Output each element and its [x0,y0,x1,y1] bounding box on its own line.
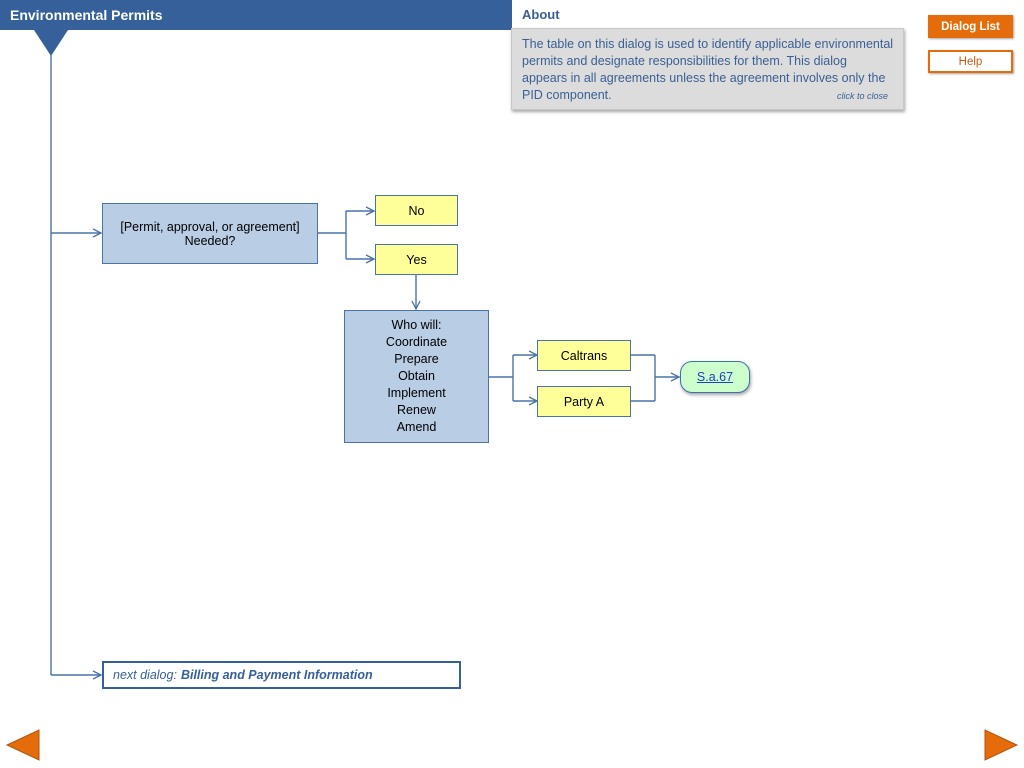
yes-option-node: Yes [375,244,458,275]
page-title: Environmental Permits [10,7,163,23]
responsibility-line: Renew [397,403,436,417]
responsibility-line: Implement [387,386,446,400]
section-link-node[interactable]: S.a.67 [680,361,750,393]
title-bar: Environmental Permits [0,0,512,30]
click-to-close-label[interactable]: click to close [836,91,888,101]
next-dialog-prefix: next dialog: [113,668,177,682]
right-arrow-icon[interactable] [983,728,1019,762]
responsibility-line: Coordinate [385,335,448,349]
help-button[interactable]: Help [928,50,1013,73]
next-dialog-link[interactable]: next dialog: Billing and Payment Informa… [102,661,461,689]
dialog-list-button[interactable]: Dialog List [928,15,1013,38]
permit-needed-question-node: [Permit, approval, or agreement] Needed? [102,203,318,264]
question-line-1: [Permit, approval, or agreement] [120,219,300,234]
section-link[interactable]: S.a.67 [696,370,734,384]
left-arrow-icon[interactable] [5,728,41,762]
title-pointer [34,30,68,56]
about-panel[interactable]: The table on this dialog is used to iden… [511,28,904,110]
responsibility-line: Obtain [398,369,435,383]
responsibility-line: Prepare [394,352,439,366]
caltrans-node: Caltrans [537,340,631,371]
responsibility-line: Who will: [391,318,442,332]
about-text: The table on this dialog is used to iden… [522,37,894,102]
responsibility-line: Amend [396,420,437,434]
next-dialog-name: Billing and Payment Information [180,668,373,682]
about-heading: About [522,7,560,22]
question-line-2: Needed? [184,233,236,248]
party-a-node: Party A [537,386,631,417]
responsibilities-node: Who will: Coordinate Prepare Obtain Impl… [344,310,489,443]
no-option-node: No [375,195,458,226]
